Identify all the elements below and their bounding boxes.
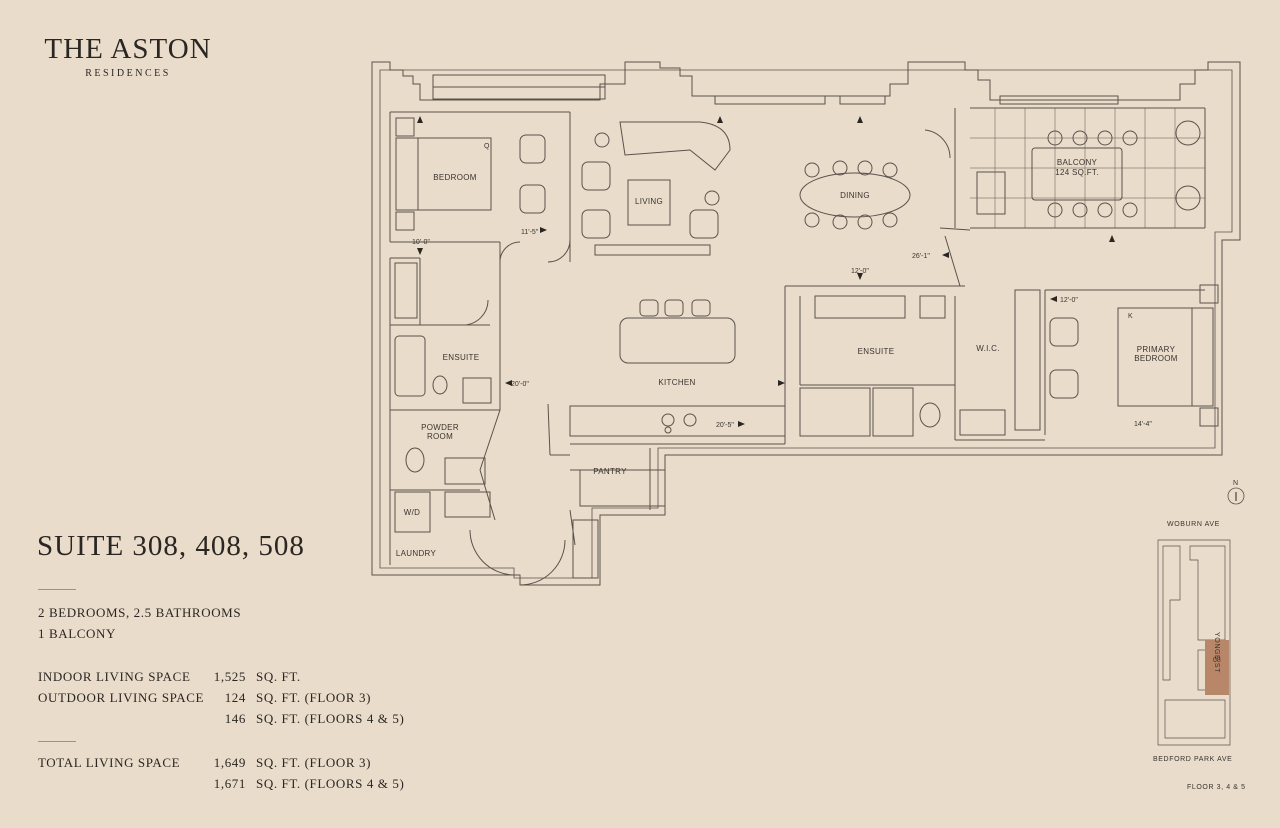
dim-primary-width: 12'-0" [1060, 297, 1078, 304]
marker-k: K [1128, 313, 1133, 320]
floors-label: FLOOR 3, 4 & 5 [1187, 784, 1246, 791]
north-icon [1227, 487, 1245, 505]
room-label-dining: DINING [840, 191, 870, 200]
indoor-unit: SQ. FT. [256, 669, 301, 684]
indoor-label: INDOOR LIVING SPACE [38, 669, 191, 684]
outdoor-upper-value: 146 [224, 711, 246, 726]
outdoor-label: OUTDOOR LIVING SPACE [38, 690, 205, 705]
total-upper-value: 1,671 [213, 776, 246, 791]
outdoor-unit: SQ. FT. (FLOOR 3) [256, 690, 372, 705]
brand-name: THE ASTON [44, 33, 212, 65]
room-label-wic: W.I.C. [976, 344, 1000, 353]
brand-subtitle: RESIDENCES [85, 68, 171, 79]
dim-bedroom-length: 11'-5" [521, 229, 539, 236]
room-label-wd: W/D [404, 508, 420, 517]
balcony-count: 1 BALCONY [38, 626, 116, 641]
unit-highlight [1205, 640, 1229, 695]
total-value: 1,649 [213, 755, 246, 770]
total-unit: SQ. FT. (FLOOR 3) [256, 755, 372, 770]
north-label: N [1233, 480, 1238, 487]
room-label-pantry: PANTRY [593, 467, 627, 476]
indoor-value: 1,525 [213, 669, 246, 684]
divider [38, 741, 76, 742]
unit-number: 08 [1213, 657, 1221, 664]
street-woburn: WOBURN AVE [1167, 521, 1220, 528]
room-label-living: LIVING [635, 197, 663, 206]
dim-ensuite-width: 12'-0" [851, 268, 869, 275]
dim-kitchen-width: 20'-0" [511, 381, 529, 388]
outdoor-upper-unit: SQ. FT. (FLOORS 4 & 5) [256, 711, 405, 726]
room-label-ensuite-right: ENSUITE [858, 347, 895, 356]
bedrooms-baths: 2 BEDROOMS, 2.5 BATHROOMS [38, 605, 242, 620]
room-label-bedroom: BEDROOM [433, 173, 476, 182]
total-upper-unit: SQ. FT. (FLOORS 4 & 5) [256, 776, 405, 791]
room-label-balcony-area: 124 SQ.FT. [1055, 168, 1098, 177]
room-label-ensuite-left: ENSUITE [443, 353, 480, 362]
room-label-powder-2: ROOM [427, 432, 453, 441]
dim-kitchen-length: 20'-5" [716, 422, 734, 429]
exterior-wall [371, 61, 1241, 586]
total-label: TOTAL LIVING SPACE [38, 755, 181, 770]
room-label-primary-1: PRIMARY [1137, 345, 1176, 354]
room-label-kitchen: KITCHEN [658, 378, 695, 387]
marker-q: Q [484, 143, 490, 150]
brand-logo: THE ASTON RESIDENCES [38, 32, 218, 79]
room-label-primary-2: BEDROOM [1134, 354, 1177, 363]
suite-title: SUITE 308, 408, 508 [37, 530, 305, 562]
room-label-laundry: LAUNDRY [396, 549, 437, 558]
key-plan: N 08 [1157, 480, 1245, 746]
street-yonge: YONGE ST [1213, 632, 1220, 673]
divider [38, 589, 76, 590]
dim-primary-length: 14'-4" [1134, 421, 1152, 428]
outdoor-value: 124 [224, 690, 246, 705]
room-label-powder-1: POWDER [421, 423, 459, 432]
room-label-balcony: BALCONY [1057, 158, 1098, 167]
dim-living-length: 26'-1" [912, 253, 930, 260]
dim-bedroom-width: 10'-0" [412, 239, 430, 246]
street-bedford: BEDFORD PARK AVE [1153, 756, 1233, 763]
